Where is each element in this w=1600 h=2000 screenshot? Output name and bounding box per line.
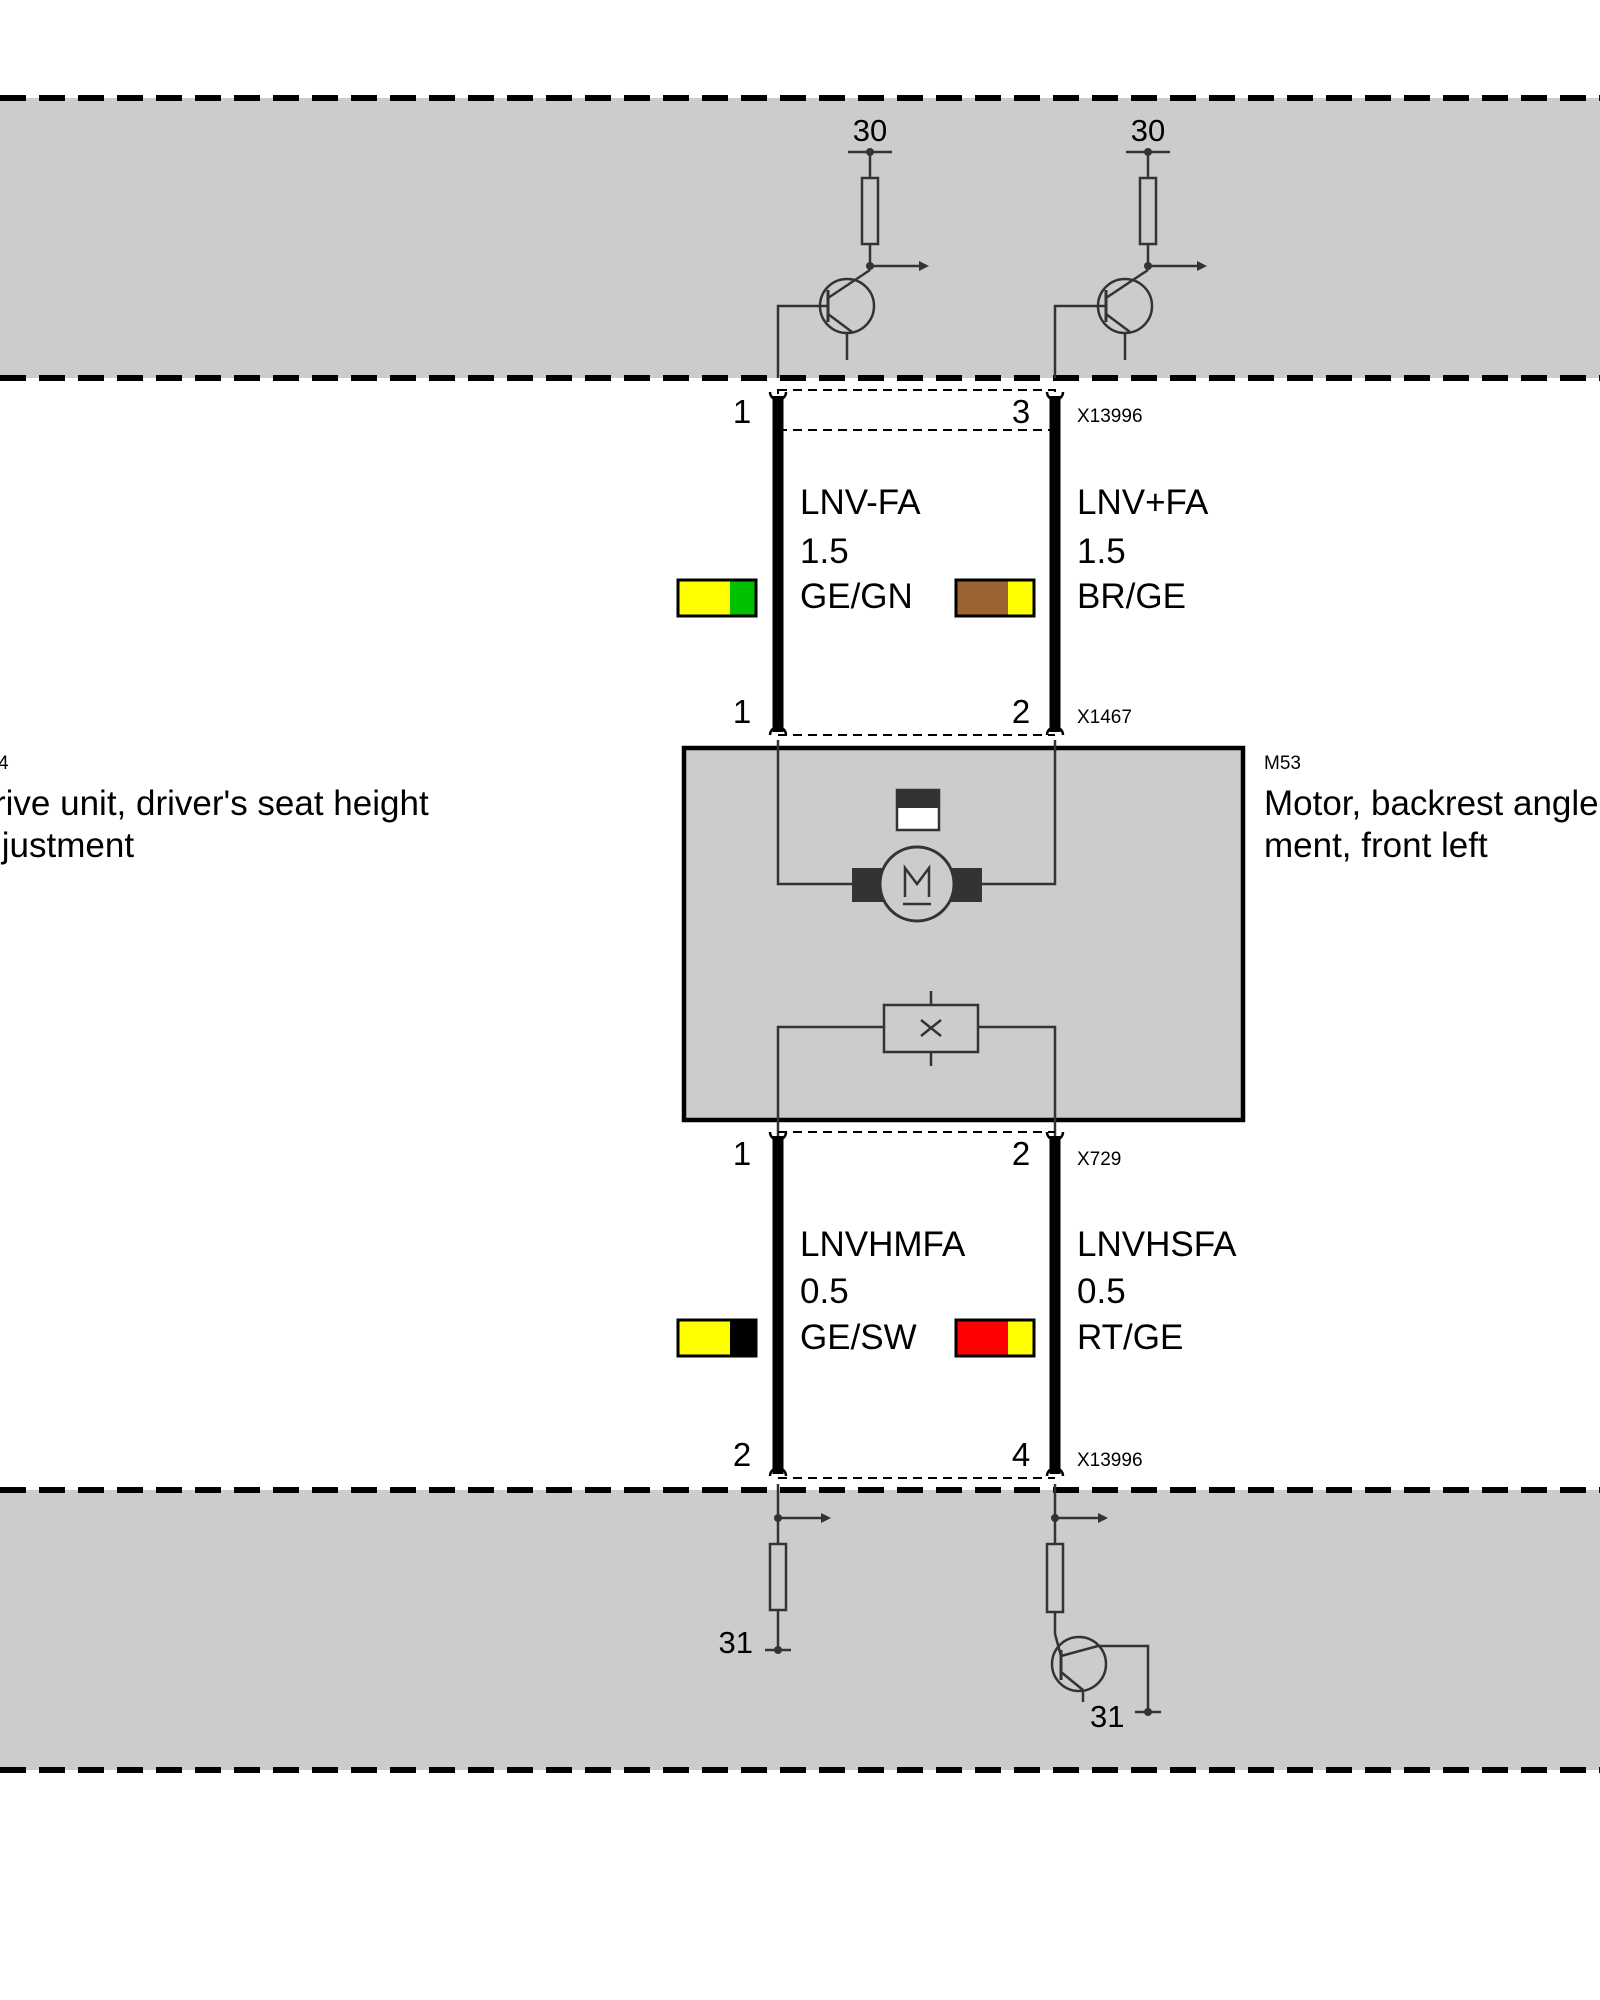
lower-wires: LNVHMFA 0.5 GE/SW LNVHSFA 0.5 RT/GE xyxy=(676,1136,1237,1474)
connector-id-x13996-top: X13996 xyxy=(1077,406,1143,427)
left-input-stage: 31 xyxy=(719,1484,831,1660)
motor-symbol: M xyxy=(917,892,918,894)
wire-lnv-plus-fa-color: BR/GE xyxy=(1077,577,1186,616)
motor-module-housing xyxy=(681,745,1246,1123)
component-right-id: M53 xyxy=(1264,753,1301,774)
component-left-line1: rive unit, driver's seat height xyxy=(0,784,429,823)
connector-x13996-top: 1 3 X13996 xyxy=(733,389,1143,431)
pin-x13996-4: 4 xyxy=(1012,1436,1030,1473)
upper-wires: LNV-FA 1.5 GE/GN LNV+FA 1.5 BR/GE xyxy=(676,396,1209,732)
component-left-label: 4 rive unit, driver's seat height ljustm… xyxy=(0,753,429,865)
pin-x729-2: 2 xyxy=(1012,1135,1030,1172)
connector-x1467: 1 2 X1467 xyxy=(733,693,1132,736)
component-right-line2: ment, front left xyxy=(1264,826,1488,865)
right-input-stage: 31 xyxy=(1045,1484,1161,1734)
motor-module-m53: M xyxy=(681,740,1246,1136)
swatch-ge-sw xyxy=(676,1318,758,1358)
connector-x729: 1 2 X729 xyxy=(733,1131,1121,1172)
wire-lnvhmfa-signal: LNVHMFA xyxy=(800,1225,966,1264)
swatch-ge-gn xyxy=(676,578,758,618)
wire-lnv-fa-gauge: 1.5 xyxy=(800,532,849,571)
right-high-side-driver: 30 xyxy=(1053,113,1207,378)
component-left-id: 4 xyxy=(0,753,9,774)
pin-x13996-1: 1 xyxy=(733,393,751,430)
thermal-switch-icon xyxy=(895,788,941,832)
component-left-line2: ljustment xyxy=(0,826,134,865)
pin-x1467-2: 2 xyxy=(1012,693,1030,730)
wire-lnv-fa-color: GE/GN xyxy=(800,577,913,616)
connector-id-x1467: X1467 xyxy=(1077,707,1132,728)
pin-x1467-1: 1 xyxy=(733,693,751,730)
pin-x13996-3: 3 xyxy=(1012,393,1030,430)
bottom-band-fill xyxy=(0,1490,1600,1770)
component-right-line1: Motor, backrest angle xyxy=(1264,784,1599,823)
wire-lnvhmfa-gauge: 0.5 xyxy=(800,1272,849,1311)
wire-lnv-fa-signal: LNV-FA xyxy=(800,483,921,522)
swatch-rt-ge xyxy=(954,1318,1036,1358)
supply-label-left: 30 xyxy=(853,113,887,148)
wire-lnvhsfa-signal: LNVHSFA xyxy=(1077,1225,1237,1264)
wire-lnvhmfa-color: GE/SW xyxy=(800,1318,917,1357)
hall-sensor-icon xyxy=(882,991,980,1066)
connector-id-x13996-bottom: X13996 xyxy=(1077,1450,1143,1471)
wire-lnv-plus-fa-signal: LNV+FA xyxy=(1077,483,1209,522)
left-high-side-driver: 30 xyxy=(776,113,929,378)
wire-lnv-plus-fa-gauge: 1.5 xyxy=(1077,532,1126,571)
transistor-bottom-right-icon xyxy=(1050,1635,1108,1693)
pin-x13996-2: 2 xyxy=(733,1436,751,1473)
ground-label-left: 31 xyxy=(719,1625,753,1660)
connector-id-x729: X729 xyxy=(1077,1149,1121,1170)
connector-x13996-bottom: 2 4 X13996 xyxy=(733,1436,1143,1479)
top-control-unit-band: 30 30 xyxy=(0,95,1600,381)
top-band-fill xyxy=(0,98,1600,378)
pin-x729-1: 1 xyxy=(733,1135,751,1172)
component-right-label: M53 Motor, backrest angle ment, front le… xyxy=(1264,753,1599,865)
wire-lnvhsfa-gauge: 0.5 xyxy=(1077,1272,1126,1311)
swatch-br-ge xyxy=(954,578,1036,618)
motor-icon: M xyxy=(852,845,982,923)
supply-label-right: 30 xyxy=(1131,113,1165,148)
wire-lnvhsfa-color: RT/GE xyxy=(1077,1318,1183,1357)
bottom-control-unit-band: 31 31 xyxy=(0,1484,1600,1773)
ground-label-right: 31 xyxy=(1090,1699,1124,1734)
